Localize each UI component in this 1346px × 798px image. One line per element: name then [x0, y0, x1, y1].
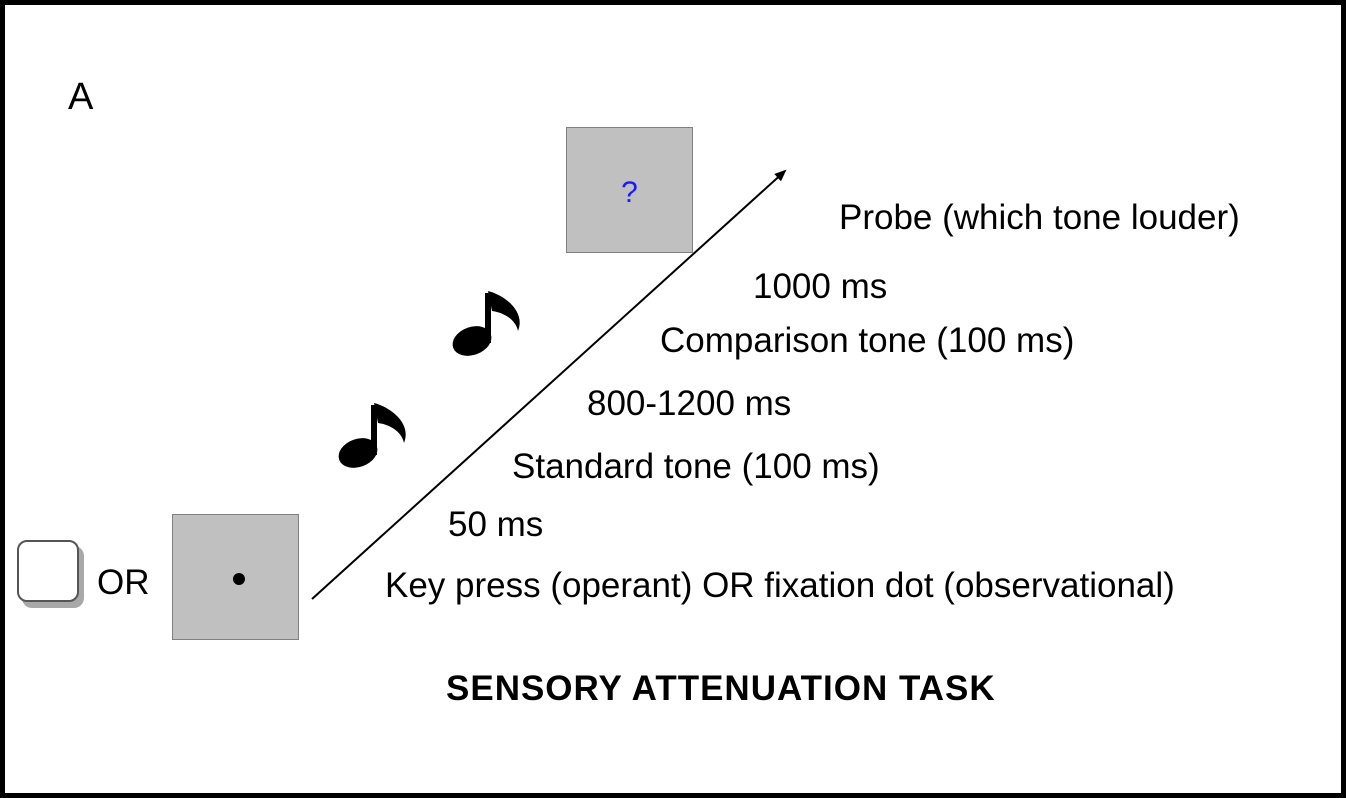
probe-question-mark: ? [621, 176, 638, 209]
music-note-icon [452, 291, 520, 356]
time-arrow-icon [311, 169, 787, 600]
diagram-overlay [311, 169, 787, 600]
fixation-screen [172, 514, 299, 640]
panel-label: A [68, 76, 94, 118]
fixation-dot [233, 573, 245, 585]
start-event-label: Key press (operant) OR fixation dot (obs… [385, 566, 1175, 605]
interval-1000-label: 1000 ms [753, 267, 888, 306]
standard-tone-label: Standard tone (100 ms) [512, 447, 880, 486]
music-note-icon [338, 403, 406, 468]
interval-800-1200-label: 800-1200 ms [587, 384, 792, 423]
comparison-tone-label: Comparison tone (100 ms) [660, 321, 1075, 360]
probe-screen: ? [566, 127, 693, 253]
or-label: OR [97, 563, 150, 602]
interval-50-label: 50 ms [448, 505, 544, 544]
key-icon [17, 540, 79, 602]
probe-label: Probe (which tone louder) [839, 198, 1240, 237]
task-title: SENSORY ATTENUATION TASK [446, 669, 996, 708]
